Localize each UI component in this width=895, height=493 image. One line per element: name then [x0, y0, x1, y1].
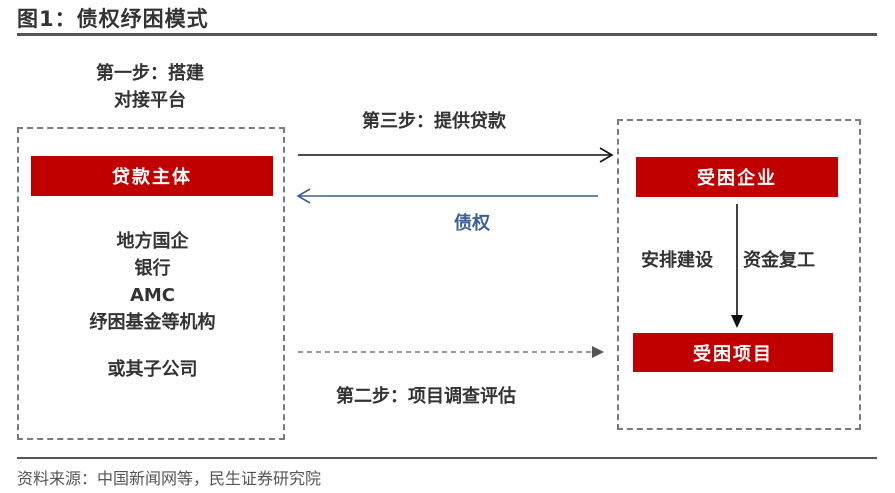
entity-item: 地方国企 [116, 231, 189, 252]
debt-arrow [296, 188, 598, 204]
arrange-construction-label: 安排建设 [641, 250, 713, 271]
step3-label: 第三步：提供贷款 [362, 111, 506, 132]
lender-header: 贷款主体 [31, 156, 273, 196]
investigation-arrow [298, 346, 604, 358]
lender-dashed-box [17, 127, 285, 440]
debt-label: 债权 [454, 213, 490, 234]
distressed-company-header: 受困企业 [636, 157, 838, 197]
loan-arrow [298, 147, 614, 163]
step2-label: 第二步：项目调查评估 [336, 386, 516, 407]
distressed-project-header: 受困项目 [633, 333, 833, 372]
entity-item: 银行 [134, 258, 171, 279]
title-rule [17, 33, 877, 36]
lender-entity-list: 地方国企 银行 AMC 纾困基金等机构 或其子公司 [40, 228, 265, 383]
company-to-project-arrow [731, 204, 743, 328]
source-note: 资料来源：中国新闻网等，民生证券研究院 [17, 469, 322, 488]
borrower-dashed-box [617, 119, 861, 430]
step1-line1: 第一步：搭建 [96, 63, 204, 84]
footer-rule [17, 457, 877, 459]
entity-item: 纾困基金等机构 [89, 312, 216, 333]
step1-line2: 对接平台 [114, 90, 186, 111]
entity-item: AMC [129, 285, 176, 306]
step1-label: 第一步：搭建 对接平台 [70, 60, 230, 114]
entity-subsidiary: 或其子公司 [107, 359, 198, 380]
figure-title: 图1：债权纾困模式 [17, 7, 209, 31]
funding-resume-label: 资金复工 [743, 250, 815, 271]
